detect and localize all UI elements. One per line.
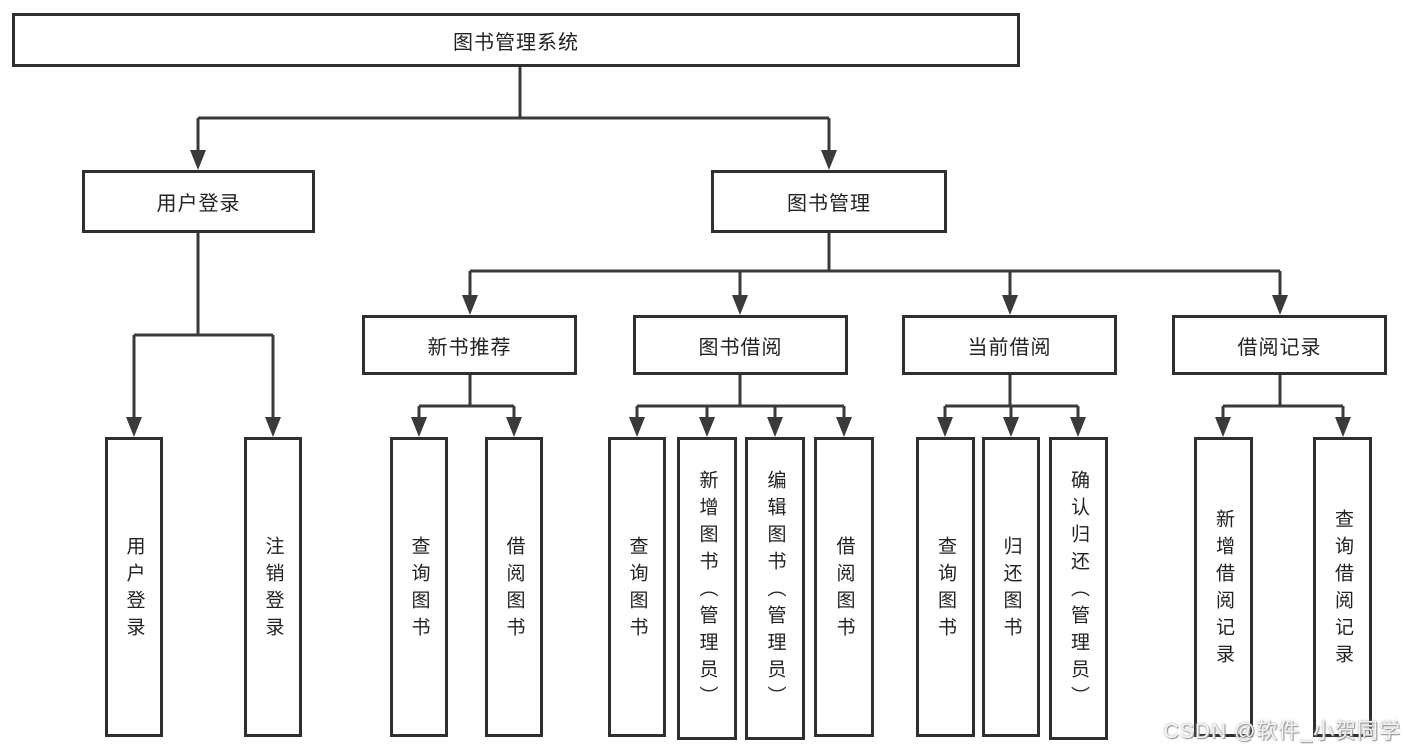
leaf-borrow-books-2: 借阅图书 xyxy=(814,437,874,737)
node-book-borrow: 图书借阅 xyxy=(633,315,848,375)
node-book-management: 图书管理 xyxy=(711,170,947,233)
arrowhead-icons xyxy=(126,150,1351,437)
node-root: 图书管理系统 xyxy=(12,13,1020,67)
leaf-query-books-2: 查询图书 xyxy=(608,437,666,737)
leaf-return-books: 归还图书 xyxy=(982,437,1040,737)
leaf-add-books-admin: 新增图书（管理员） xyxy=(677,437,737,740)
leaf-add-borrow-record: 新增借阅记录 xyxy=(1194,437,1253,737)
leaf-confirm-return-admin: 确认归还（管理员） xyxy=(1049,437,1108,740)
leaf-query-books-1: 查询图书 xyxy=(390,437,448,737)
leaf-edit-books-admin: 编辑图书（管理员） xyxy=(745,437,805,740)
node-current-borrow: 当前借阅 xyxy=(902,315,1117,375)
node-borrow-records: 借阅记录 xyxy=(1172,315,1387,375)
node-user-login: 用户登录 xyxy=(82,170,315,233)
leaf-query-books-3: 查询图书 xyxy=(916,437,975,737)
leaf-logout: 注销登录 xyxy=(244,437,302,737)
csdn-watermark: CSDN @软件_小贺同学 xyxy=(1163,720,1401,743)
leaf-user-login: 用户登录 xyxy=(105,437,163,737)
node-new-book-recommend: 新书推荐 xyxy=(362,315,577,375)
leaf-borrow-books-1: 借阅图书 xyxy=(485,437,543,737)
leaf-query-borrow-record: 查询借阅记录 xyxy=(1313,437,1372,737)
